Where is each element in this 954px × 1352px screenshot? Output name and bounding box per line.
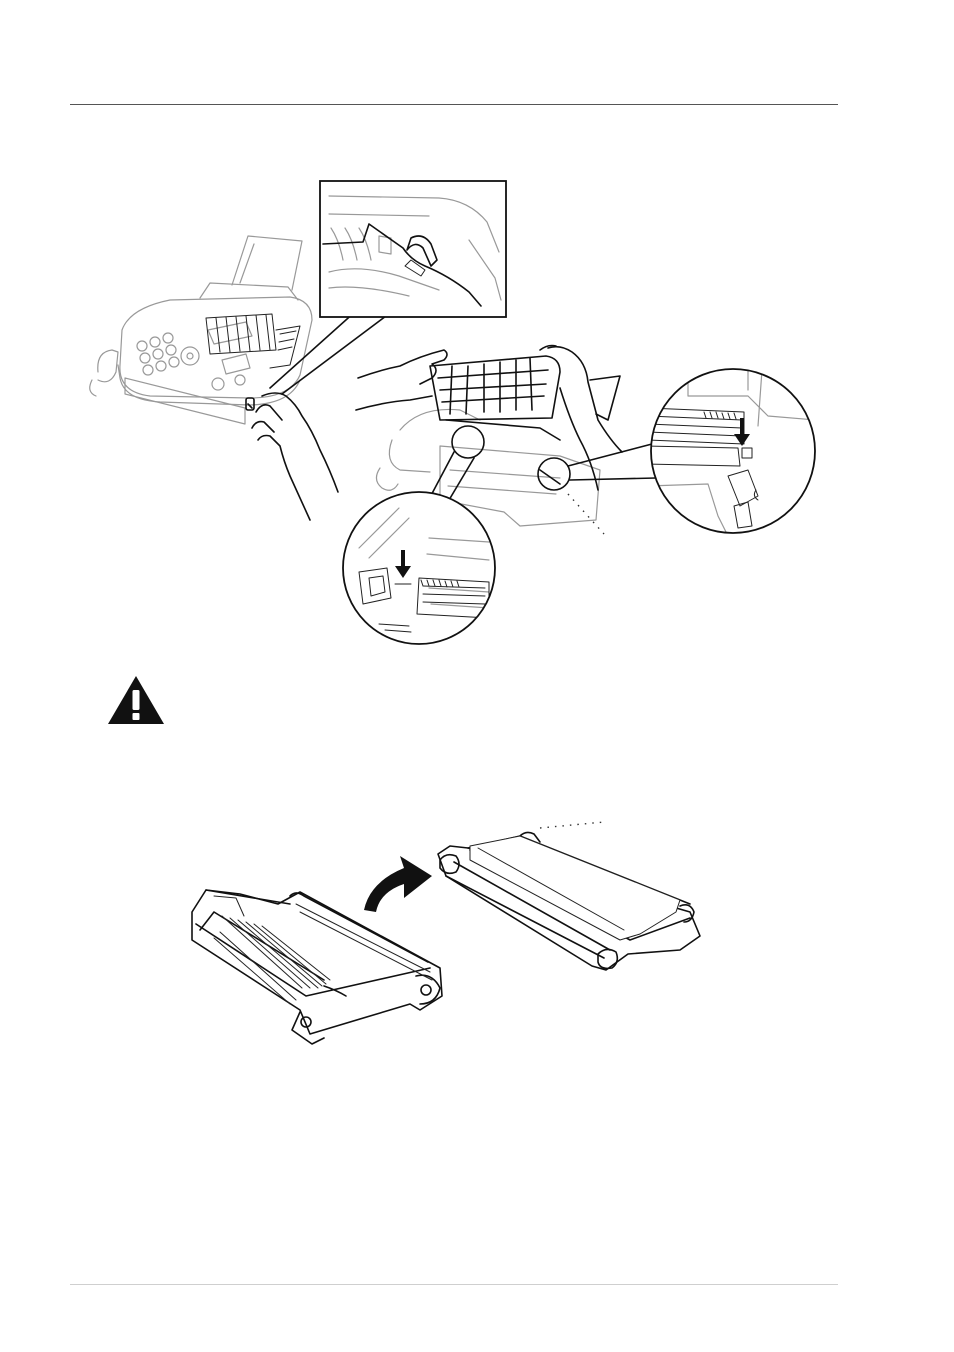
turn-arrow-icon	[364, 856, 432, 912]
cartridge-left-ribbon	[214, 896, 432, 1004]
cartridge-left	[192, 890, 442, 1044]
footer-rule	[70, 1284, 838, 1285]
